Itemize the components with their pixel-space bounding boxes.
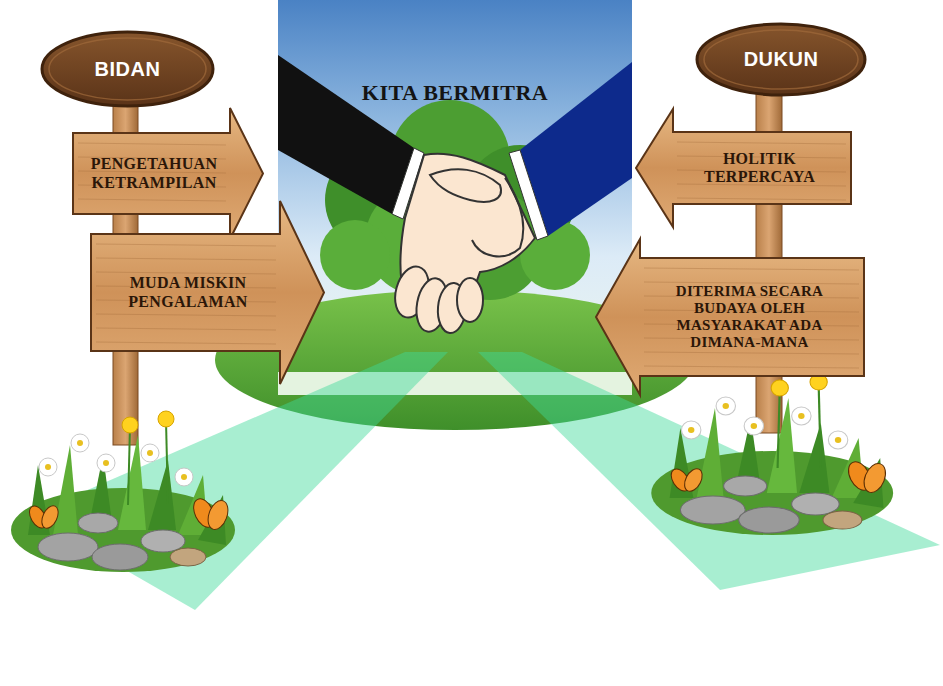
wood-grain xyxy=(96,342,276,344)
picture-panel: KITA BERMITRA xyxy=(278,0,632,395)
oval-sign: DUKUN xyxy=(695,22,867,97)
wood-grain xyxy=(96,244,276,246)
wood-grain xyxy=(644,268,859,270)
light-beam xyxy=(30,352,448,610)
handshake xyxy=(278,55,632,334)
sign-text: DUKUN xyxy=(744,48,819,71)
wood-grain xyxy=(96,258,276,260)
sign-text: BIDAN xyxy=(95,58,161,81)
arrow-sign: DITERIMA SECARA BUDAYA OLEH MASYARAKAT A… xyxy=(595,238,865,396)
arrow-board xyxy=(596,239,864,395)
headline: KITA BERMITRA xyxy=(362,80,548,106)
flower-patch xyxy=(651,374,893,535)
wood-grain xyxy=(78,199,226,201)
sign-text: DITERIMA SECARA BUDAYA OLEH MASYARAKAT A… xyxy=(646,283,853,352)
wood-grain xyxy=(644,352,859,354)
oval-board xyxy=(42,32,213,106)
wood-grain xyxy=(677,142,846,144)
arrow-board xyxy=(91,201,324,384)
wood-grain xyxy=(49,38,206,100)
wood-grain xyxy=(677,198,846,200)
arrow-sign: MUDA MISKIN PENGALAMAN xyxy=(90,200,325,385)
sign-text: PENGETAHUAN KETRAMPILAN xyxy=(84,155,224,192)
sign-text: HOLITIK TERPERCAYA xyxy=(679,150,840,187)
wood-grain xyxy=(96,328,276,330)
wood-grain xyxy=(96,272,276,274)
oval-board xyxy=(697,24,865,95)
arrow-board xyxy=(73,108,263,239)
wood-grain xyxy=(704,30,858,89)
sign-text: MUDA MISKIN PENGALAMAN xyxy=(102,274,274,311)
arrow-sign: HOLITIK TERPERCAYA xyxy=(635,108,852,228)
arrow-sign: PENGETAHUAN KETRAMPILAN xyxy=(72,107,264,240)
wood-grain xyxy=(78,143,226,145)
wood-grain xyxy=(96,314,276,316)
arrow-board xyxy=(636,109,851,227)
light-beam xyxy=(478,352,940,590)
wood-grain xyxy=(644,366,859,368)
oval-sign: BIDAN xyxy=(40,30,215,108)
flower-patch xyxy=(11,411,235,572)
